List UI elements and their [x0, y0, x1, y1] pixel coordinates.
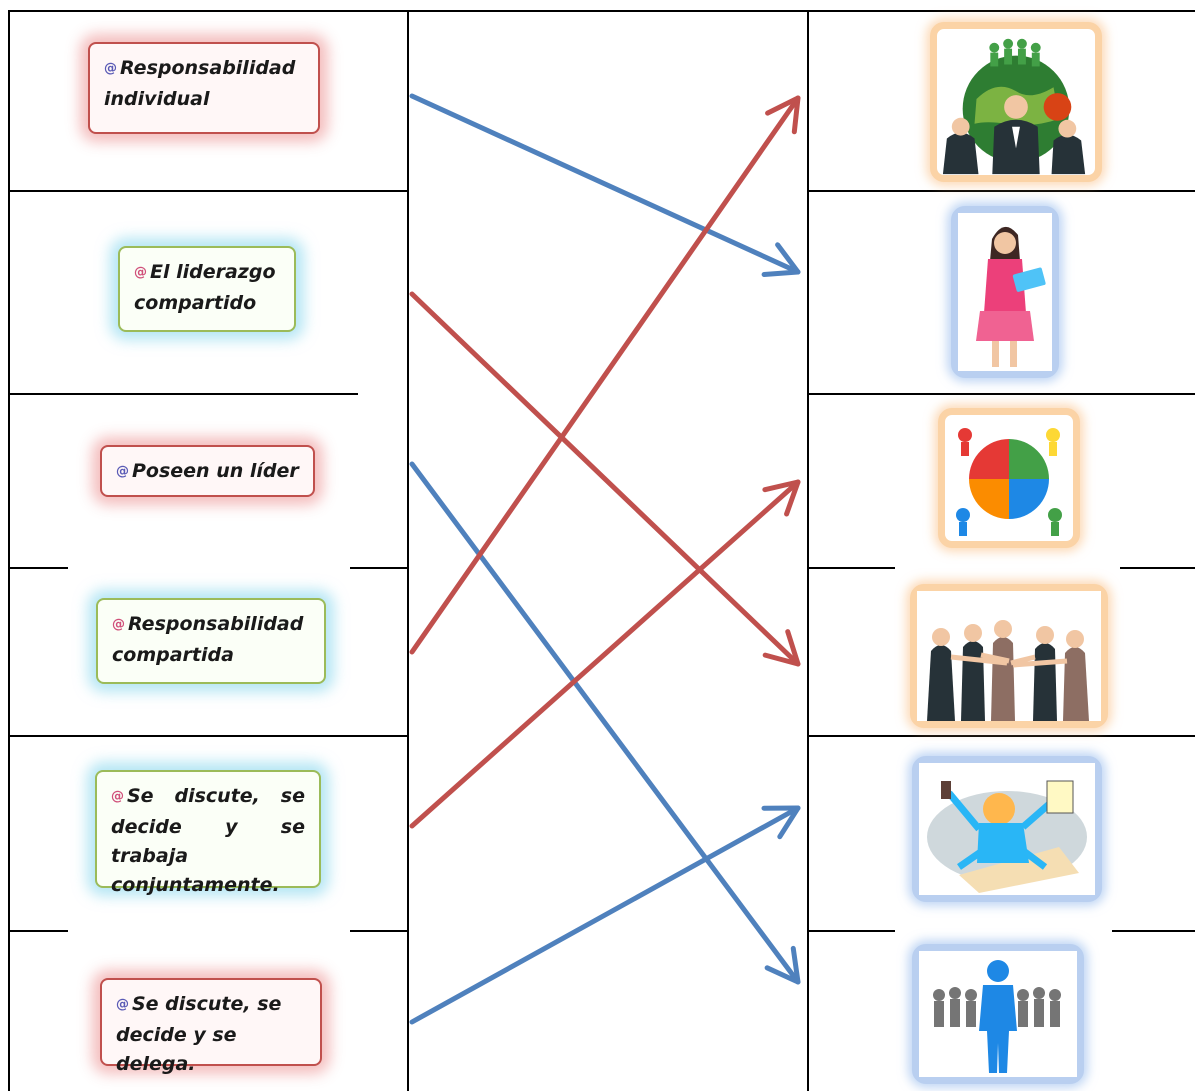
- row-divider: [807, 393, 1195, 395]
- swirl-bullet-icon: @: [112, 617, 125, 632]
- connection-arrow: [409, 461, 801, 985]
- row-divider: [807, 190, 1195, 192]
- row-divider: [350, 567, 409, 569]
- arrow-head: [765, 95, 801, 135]
- label-responsabilidad-compartida: @Responsabilidad compartida: [96, 598, 326, 684]
- row-divider: [8, 930, 68, 932]
- arrow-head: [761, 242, 801, 277]
- connection-arrow: [409, 95, 801, 655]
- row-divider: [8, 393, 358, 395]
- connection-arrow: [409, 291, 801, 667]
- row-divider: [807, 567, 895, 569]
- business-team-globe-icon: [930, 22, 1102, 182]
- table-border-top: [8, 10, 1195, 12]
- connection-arrow: [409, 93, 801, 277]
- row-divider: [8, 735, 409, 737]
- arrow-head: [764, 945, 801, 985]
- connection-arrow: [409, 805, 801, 1025]
- swirl-bullet-icon: @: [111, 789, 124, 804]
- table-divider-left: [407, 10, 409, 1091]
- label-se-delega: @Se discute, se decide y se delega.: [100, 978, 322, 1075]
- swirl-bullet-icon: @: [134, 265, 147, 280]
- row-divider: [350, 930, 409, 932]
- label-liderazgo-compartido: @El liderazgo compartido: [118, 246, 296, 332]
- team-hands-together-icon: [910, 584, 1108, 728]
- woman-reading-book-icon: [951, 206, 1059, 378]
- row-divider: [1120, 567, 1195, 569]
- arrow-head: [762, 479, 801, 517]
- label-responsabilidad-individual: @Responsabilidad individual: [88, 42, 320, 134]
- table-border-left: [8, 10, 10, 1091]
- swirl-bullet-icon: @: [104, 61, 117, 76]
- label-poseen-un-lider: @Poseen un líder: [100, 445, 315, 497]
- table-divider-right: [807, 10, 809, 1091]
- puzzle-circle-figures-icon: [938, 408, 1080, 548]
- swirl-bullet-icon: @: [116, 997, 129, 1012]
- connection-arrow: [409, 479, 801, 829]
- arrow-head: [761, 805, 801, 840]
- arrow-head: [762, 629, 801, 667]
- row-divider: [1112, 930, 1195, 932]
- row-divider: [8, 190, 409, 192]
- row-divider: [8, 567, 68, 569]
- leader-in-front-of-crowd-icon: [912, 944, 1084, 1084]
- row-divider: [807, 930, 895, 932]
- swirl-bullet-icon: @: [116, 464, 129, 479]
- busy-multitasking-worker-icon: [912, 756, 1102, 902]
- label-se-trabaja-conjuntamente: @Se discute, se decide y se trabaja conj…: [95, 770, 321, 896]
- row-divider: [807, 735, 1195, 737]
